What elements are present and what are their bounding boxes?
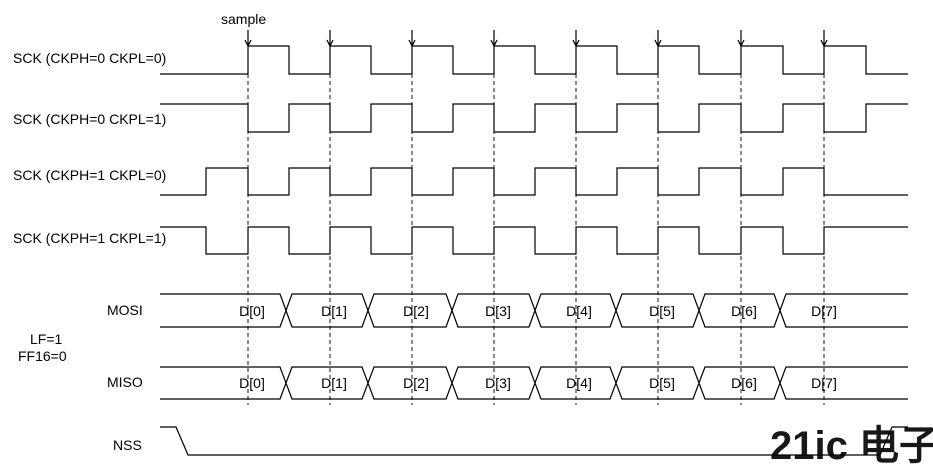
mosi-bit-label: D[0] (239, 303, 265, 319)
sck-ph0-pl1-label: SCK (CKPH=0 CKPL=1) (13, 111, 166, 127)
sample-arrow (572, 30, 580, 48)
sample-arrow (820, 30, 828, 48)
sample-arrow (737, 30, 745, 48)
nss-waveform (160, 426, 908, 456)
ff16-label: FF16=0 (18, 348, 67, 364)
sck-ph0-pl0-waveform (160, 45, 908, 75)
sample-arrow (654, 30, 662, 48)
miso-bit-label: D[3] (485, 375, 511, 391)
lf-label: LF=1 (30, 331, 63, 347)
miso-label: MISO (107, 374, 143, 390)
mosi-bit-label: D[6] (731, 303, 757, 319)
sample-label: sample (221, 11, 266, 27)
sample-arrow (490, 30, 498, 48)
sck-ph0-pl1-waveform (160, 103, 908, 133)
miso-bit-label: D[4] (566, 375, 592, 391)
mosi-bit-label: D[4] (566, 303, 592, 319)
miso-bit-label: D[7] (811, 375, 837, 391)
mosi-bit-label: D[3] (485, 303, 511, 319)
miso-bit-labels: D[0] D[1] D[2] D[3] D[4] D[5] D[6] D[7] (239, 375, 837, 391)
mosi-bit-label: D[2] (403, 303, 429, 319)
sample-arrow (408, 30, 416, 48)
sck-ph1-pl0-label: SCK (CKPH=1 CKPL=0) (13, 167, 166, 183)
miso-bit-label: D[2] (403, 375, 429, 391)
sck-ph1-pl1-label: SCK (CKPH=1 CKPL=1) (13, 230, 166, 246)
miso-bus-waveform (160, 366, 908, 400)
miso-bit-label: D[6] (731, 375, 757, 391)
mosi-label: MOSI (107, 302, 143, 318)
watermark-logo: 21ic 电子网 (770, 424, 933, 464)
miso-bit-label: D[0] (239, 375, 265, 391)
miso-bit-label: D[1] (321, 375, 347, 391)
sample-arrows (244, 30, 828, 48)
sck-ph1-pl0-waveform (160, 167, 908, 196)
sck-ph0-pl0-label: SCK (CKPH=0 CKPL=0) (13, 50, 166, 66)
mosi-bit-labels: D[0] D[1] D[2] D[3] D[4] D[5] D[6] D[7] (239, 303, 837, 319)
sample-guides (247, 46, 825, 405)
mosi-bit-label: D[7] (811, 303, 837, 319)
miso-bit-label: D[5] (649, 375, 675, 391)
mosi-bit-label: D[1] (321, 303, 347, 319)
mosi-bit-label: D[5] (649, 303, 675, 319)
sample-arrow (244, 30, 252, 48)
nss-label: NSS (113, 437, 142, 453)
watermark-text: 21ic 电子网 (770, 424, 933, 464)
sample-arrow (326, 30, 334, 48)
mosi-bus-waveform (160, 293, 908, 328)
sck-ph1-pl1-waveform (160, 226, 908, 255)
